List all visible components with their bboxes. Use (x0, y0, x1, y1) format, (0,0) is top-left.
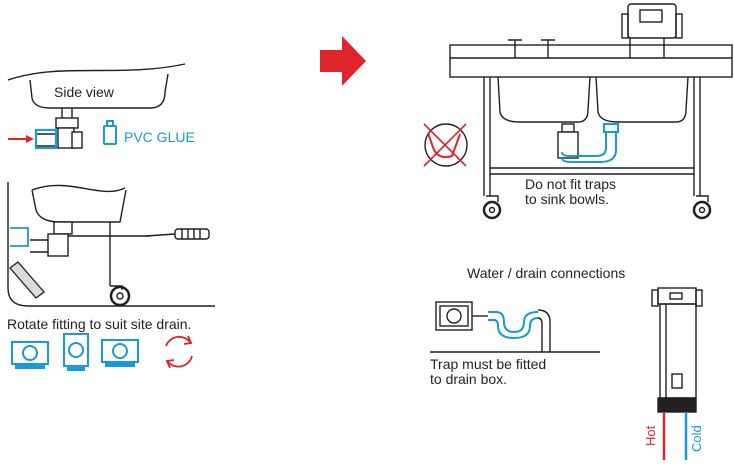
drain-box-drawing (430, 301, 600, 353)
water-drain-title: Water / drain connections (467, 265, 626, 281)
trap-line1: Trap must be fitted (430, 356, 547, 372)
rotation-detail-drawing (7, 182, 215, 307)
glue-bottle-icon (103, 120, 117, 145)
side-view-drawing (7, 63, 186, 149)
pvc-fitting (34, 128, 58, 150)
hot-label: Hot (643, 425, 658, 446)
sink-unit-drawing (449, 3, 733, 220)
rotate-fitting-label: Rotate fitting to suit site drain. (7, 316, 192, 332)
rotation-position-1 (11, 341, 49, 369)
side-view-label: Side view (54, 84, 114, 100)
no-traps-line1: Do not fit traps (525, 176, 617, 192)
drain-pipe-section (9, 261, 45, 299)
boiler-front-drawing (651, 287, 703, 413)
drain-box-trap (488, 311, 539, 340)
arrow-right-icon (320, 36, 366, 86)
cold-label: Cold (689, 425, 704, 452)
rotation-position-2 (63, 333, 89, 371)
rotation-highlight (10, 227, 29, 247)
no-traps-line2: to sink bowls. (525, 191, 610, 207)
pvc-glue-label: PVC GLUE (124, 129, 195, 145)
rotation-position-3 (101, 339, 139, 367)
prohibited-icon (423, 123, 468, 167)
screwdriver-icon (145, 228, 210, 240)
sink-trap-pipe (561, 123, 619, 163)
rotate-arrows-icon (165, 335, 193, 369)
trap-line2: to drain box. (430, 371, 508, 387)
